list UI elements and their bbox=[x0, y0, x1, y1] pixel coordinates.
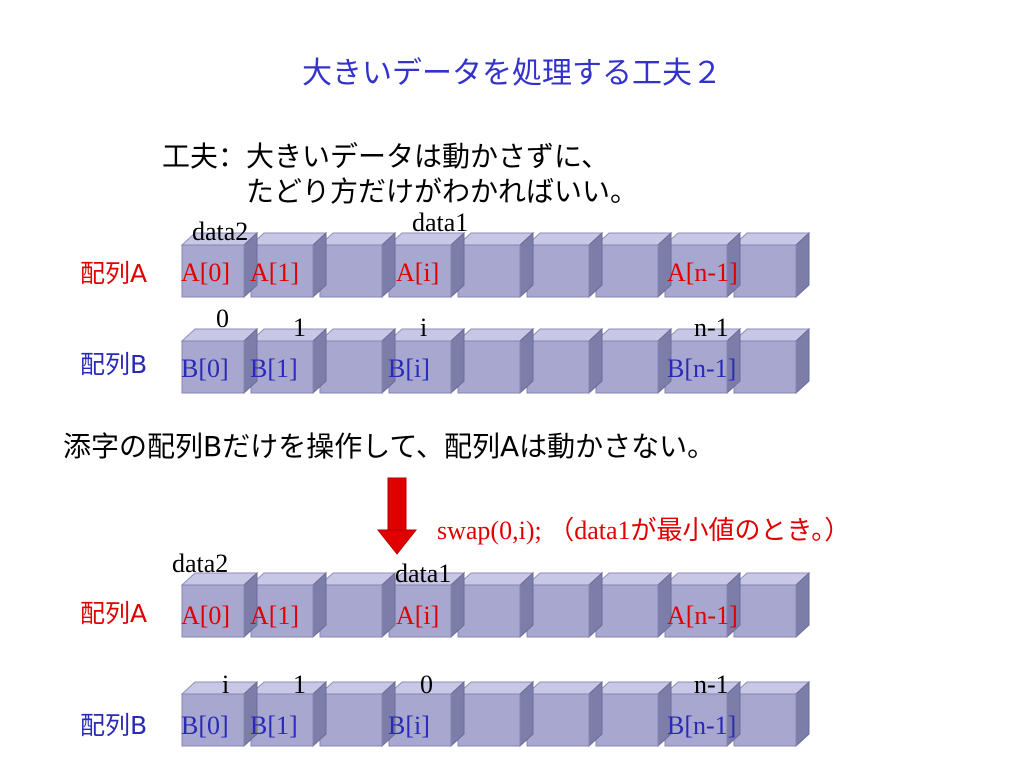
down-arrow bbox=[376, 477, 418, 555]
before-a-box-7 bbox=[663, 231, 742, 299]
cell-ai-before: A[i] bbox=[396, 258, 440, 287]
index-0-before: 0 bbox=[216, 304, 229, 333]
index-1-before: 1 bbox=[293, 313, 306, 342]
cell-an-after: A[n-1] bbox=[667, 601, 738, 630]
array-a-label-after: 配列A bbox=[80, 599, 148, 628]
page-title: 大きいデータを処理する工夫２ bbox=[302, 56, 722, 91]
after-b-box-7 bbox=[663, 680, 742, 748]
before-a-box-1 bbox=[249, 231, 328, 299]
cell-b0-before: B[0] bbox=[181, 354, 229, 383]
cell-b0-after: B[0] bbox=[181, 711, 229, 740]
after-b-box-6 bbox=[594, 680, 673, 748]
after-b-box-2 bbox=[318, 680, 397, 748]
cell-bi-after: B[i] bbox=[388, 711, 430, 740]
before-a-box-4 bbox=[456, 231, 535, 299]
cell-b1-after: B[1] bbox=[250, 711, 298, 740]
before-b-box-5 bbox=[525, 327, 604, 395]
before-a-box-6 bbox=[594, 231, 673, 299]
before-a-box-0 bbox=[180, 231, 259, 299]
before-b-box-0 bbox=[180, 327, 259, 395]
cell-an-before: A[n-1] bbox=[667, 258, 738, 287]
cell-ai-after: A[i] bbox=[396, 601, 440, 630]
before-b-box-3 bbox=[387, 327, 466, 395]
after-a-box-0 bbox=[180, 571, 259, 639]
after-b-box-4 bbox=[456, 680, 535, 748]
array-b-label-before: 配列B bbox=[80, 350, 148, 379]
after-b-box-0 bbox=[180, 680, 259, 748]
explanation-line-2: たどり方だけがわかればいい。 bbox=[246, 175, 639, 208]
after-a-box-1 bbox=[249, 571, 328, 639]
after-a-box-6 bbox=[594, 571, 673, 639]
row-after-array-b bbox=[180, 680, 811, 748]
cell-bn-before: B[n-1] bbox=[667, 354, 737, 383]
before-b-box-8 bbox=[732, 327, 811, 395]
cell-bn-after: B[n-1] bbox=[667, 711, 737, 740]
row-before-array-a bbox=[180, 231, 811, 299]
data1-label-after: data1 bbox=[395, 559, 452, 588]
index-n-after: n-1 bbox=[694, 670, 729, 699]
index-i-before: i bbox=[420, 313, 428, 342]
after-a-box-7 bbox=[663, 571, 742, 639]
data2-label-before: data2 bbox=[192, 217, 249, 246]
before-b-box-7 bbox=[663, 327, 742, 395]
after-b-box-1 bbox=[249, 680, 328, 748]
after-a-box-8 bbox=[732, 571, 811, 639]
index-0-after: i bbox=[222, 670, 230, 699]
index-i-after: 0 bbox=[420, 670, 433, 699]
cell-a0-before: A[0] bbox=[181, 258, 231, 287]
cell-a0-after: A[0] bbox=[181, 601, 231, 630]
array-b-label-after: 配列B bbox=[80, 711, 148, 740]
array-a-label-before: 配列A bbox=[80, 259, 148, 288]
swap-annotation: swap(0,i); （data1が最小値のとき。） bbox=[437, 510, 850, 547]
swap-annotation-text: swap(0,i); （data1が最小値のとき。） bbox=[437, 516, 851, 545]
index-1-after: 1 bbox=[293, 670, 306, 699]
after-a-box-5 bbox=[525, 571, 604, 639]
before-b-box-4 bbox=[456, 327, 535, 395]
row-before-array-b bbox=[180, 327, 811, 395]
after-a-box-4 bbox=[456, 571, 535, 639]
cell-a1-before: A[1] bbox=[250, 258, 300, 287]
before-a-box-2 bbox=[318, 231, 397, 299]
after-a-box-2 bbox=[318, 571, 397, 639]
cell-a1-after: A[1] bbox=[250, 601, 300, 630]
after-b-box-3 bbox=[387, 680, 466, 748]
index-n-before: n-1 bbox=[694, 313, 729, 342]
data1-label-before: data1 bbox=[412, 208, 469, 237]
cell-bi-before: B[i] bbox=[388, 354, 430, 383]
after-b-box-5 bbox=[525, 680, 604, 748]
before-b-box-1 bbox=[249, 327, 328, 395]
after-a-box-3 bbox=[387, 571, 466, 639]
before-a-box-5 bbox=[525, 231, 604, 299]
row-after-array-a bbox=[180, 571, 811, 639]
cell-b1-before: B[1] bbox=[250, 354, 298, 383]
before-a-box-3 bbox=[387, 231, 466, 299]
before-a-box-8 bbox=[732, 231, 811, 299]
explanation-line-1: 工夫：大きいデータは動かさずに、 bbox=[162, 140, 610, 173]
before-b-box-6 bbox=[594, 327, 673, 395]
after-b-box-8 bbox=[732, 680, 811, 748]
before-b-box-2 bbox=[318, 327, 397, 395]
middle-explanation: 添字の配列Bだけを操作して、配列Aは動かさない。 bbox=[63, 430, 716, 463]
data2-label-after: data2 bbox=[172, 549, 229, 578]
